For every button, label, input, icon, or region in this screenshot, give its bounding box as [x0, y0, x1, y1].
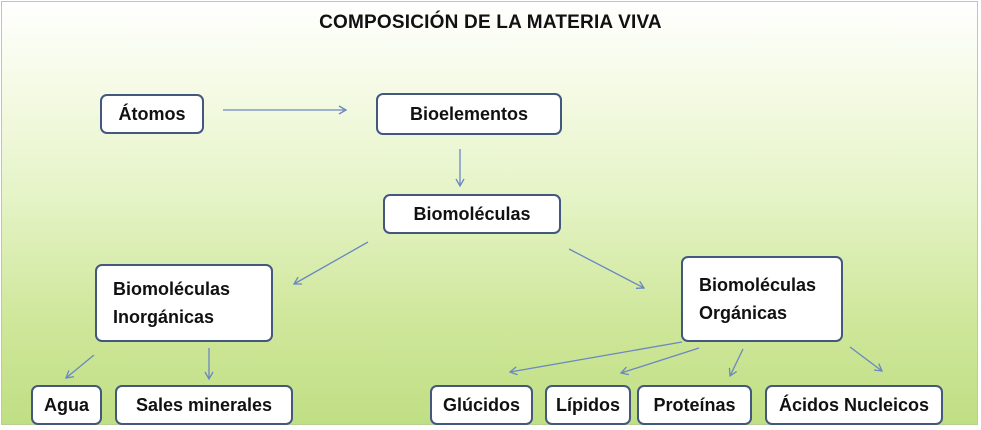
node-biomoleculas: Biomoléculas — [383, 194, 561, 234]
arrow-organicas-proteinas — [728, 348, 744, 378]
node-acidos-nucleicos: Ácidos Nucleicos — [765, 385, 943, 425]
node-inorganicas-line2: Inorgánicas — [113, 307, 215, 327]
node-biomoleculas-label: Biomoléculas — [413, 204, 531, 224]
node-sales-minerales: Sales minerales — [115, 385, 293, 425]
node-glucidos: Glúcidos — [430, 385, 533, 425]
diagram-title: COMPOSICIÓN DE LA MATERIA VIVA — [319, 12, 662, 33]
node-atomos: Átomos — [100, 94, 204, 134]
arrow-organicas-acidos — [849, 346, 884, 372]
node-proteinas-label: Proteínas — [653, 395, 736, 415]
node-lipidos: Lípidos — [545, 385, 631, 425]
arrow-organicas-glucidos — [508, 341, 683, 376]
node-inorganicas: Biomoléculas Inorgánicas — [95, 264, 273, 342]
node-bioelementos: Bioelementos — [376, 93, 562, 135]
arrow-biomoleculas-inorganicas — [292, 241, 369, 285]
node-proteinas: Proteínas — [637, 385, 752, 425]
node-lipidos-label: Lípidos — [556, 395, 620, 415]
node-organicas-line1: Biomoléculas — [699, 275, 817, 295]
node-atomos-label: Átomos — [118, 104, 186, 124]
node-inorganicas-line1: Biomoléculas — [113, 279, 231, 299]
arrow-organicas-lipidos — [619, 347, 700, 376]
node-glucidos-label: Glúcidos — [442, 395, 520, 415]
node-organicas-line2: Orgánicas — [699, 303, 788, 323]
node-sales-label: Sales minerales — [135, 395, 273, 415]
node-organicas: Biomoléculas Orgánicas — [681, 256, 843, 342]
node-bioelementos-label: Bioelementos — [409, 104, 529, 124]
node-agua-label: Agua — [44, 395, 89, 415]
arrow-biomoleculas-organicas — [568, 248, 646, 289]
arrow-inorganicas-agua — [64, 354, 95, 379]
node-acidos-label: Ácidos Nucleicos — [778, 395, 930, 415]
node-agua: Agua — [31, 385, 102, 425]
